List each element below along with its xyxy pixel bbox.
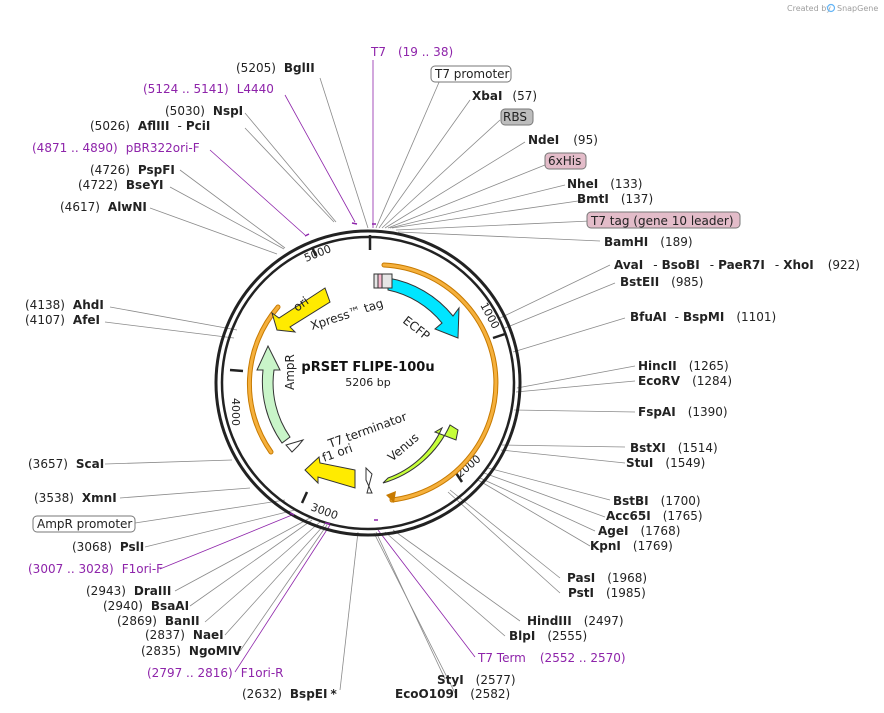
outer-strand: [214, 229, 522, 537]
label-bsteii: BstEII(985): [620, 275, 703, 289]
label-nhei: NheI(133): [567, 177, 642, 191]
venus-arrow: [382, 424, 459, 484]
label-kpni: KpnI(1769): [590, 539, 673, 553]
label-bglii: (5205)BglII: [236, 61, 315, 75]
label-6xhis: 6xHis: [548, 154, 581, 168]
label-avai-group: AvaI-BsoBI-PaeR7I-XhoI(922): [614, 258, 860, 272]
label-ecorv: EcoRV(1284): [638, 374, 732, 388]
f1ori-arrow: [304, 456, 356, 489]
label-badges: [32, 65, 741, 533]
label-ndei: NdeI(95): [528, 133, 598, 147]
ampr-promoter-box: [32, 515, 136, 533]
leader-lines: [104, 60, 636, 694]
label-pspfi: (4726)PspFI: [90, 163, 175, 177]
label-xmni: (3538)XmnI: [34, 491, 117, 505]
ampr-arrow: [256, 344, 291, 444]
t7-tag-box: [586, 211, 741, 229]
label-bspei: (2632)BspEI*: [242, 687, 337, 701]
snapgene-logo-icon: [826, 3, 836, 13]
his-tag-block: [377, 273, 383, 289]
f1ori-r-primer-mark: [324, 522, 331, 525]
ori-arrow: [271, 287, 331, 333]
label-t7: T7(19 .. 38): [370, 45, 453, 59]
feature-ampr-label: AmpR: [283, 354, 297, 390]
label-bseyi: (4722)BseYI: [78, 178, 164, 192]
feature-arrows: [256, 273, 460, 494]
primer-marks: [289, 222, 378, 525]
label-naei: (2837)NaeI: [145, 628, 224, 642]
label-bmti: BmtI(137): [577, 192, 653, 206]
label-bstxi: BstXI(1514): [630, 441, 718, 455]
label-xbai: XbaI(57): [472, 89, 537, 103]
label-hindiii: HindIII(2497): [527, 614, 624, 628]
orf-main-arrowhead: [386, 491, 396, 503]
orf-ampr: [247, 305, 280, 454]
label-fspai: FspAI(1390): [638, 405, 728, 419]
tick-3000-mark: [300, 491, 309, 504]
label-agei: AgeI(1768): [598, 524, 680, 538]
label-pasi: PasI(1968): [567, 571, 647, 585]
plasmid-backbone: [214, 229, 522, 537]
tick-4000: 4000: [229, 398, 242, 426]
ecfp-arrow: [387, 277, 460, 339]
xpress-tag-block: [373, 273, 393, 289]
label-hincii: HincII(1265): [638, 359, 729, 373]
f1ori-f-primer-mark: [289, 512, 295, 516]
label-bstbi: BstBI(1700): [613, 494, 701, 508]
label-bamhi: BamHI(189): [604, 235, 693, 249]
label-pbr322ori-f: (4871 .. 4890)pBR322ori-F: [32, 141, 200, 155]
l4440-primer-mark: [351, 222, 358, 225]
orf-main: [382, 263, 498, 502]
label-draiii: (2943)DraIII: [86, 584, 171, 598]
label-ecoo109i: EcoO109I(2582): [395, 687, 510, 701]
tick-5000: 5000: [302, 242, 333, 265]
label-alwni: (4617)AlwNI: [60, 200, 147, 214]
plasmid-name: pRSET FLIPE-100u: [301, 360, 434, 375]
label-t7-tag: T7 tag (gene 10 leader): [590, 214, 734, 228]
label-afei: (4107)AfeI: [25, 313, 100, 327]
rbs-box: [500, 108, 534, 126]
label-psti: PstI(1985): [568, 586, 646, 600]
label-afliii-pcii: (5026)AflIII-PciI: [90, 119, 210, 133]
inner-strand: [220, 235, 516, 531]
plasmid-size: 5206 bp: [345, 376, 390, 389]
tick-2000-mark: [454, 472, 464, 483]
label-bsaai: (2940)BsaAI: [103, 599, 189, 613]
label-nspi: (5030)NspI: [165, 104, 243, 118]
tick-1000-mark: [492, 332, 506, 340]
label-styi: StyI(2577): [437, 673, 516, 687]
t7-terminator-arrow: [365, 466, 373, 494]
his-box: [544, 152, 587, 170]
tick-5000-mark: [310, 246, 318, 257]
label-f1ori-r: (2797 .. 2816)F1ori-R: [147, 666, 284, 680]
tick-4000-mark: [229, 368, 244, 373]
orf-arcs: [246, 262, 499, 503]
feature-venus-label: Venus: [385, 430, 422, 464]
label-f1ori-f: (3007 .. 3028)F1ori-F: [28, 562, 163, 576]
label-ampr-promoter: AmpR promoter: [37, 517, 132, 531]
t7-promoter-box: [430, 65, 512, 83]
label-bfuai-bspmi: BfuAI-BspMI(1101): [630, 310, 776, 324]
label-ngomiv: (2835)NgoMIV: [141, 644, 242, 658]
label-banii: (2869)BanII: [117, 614, 200, 628]
label-stui: StuI(1549): [626, 456, 705, 470]
amp-promoter-arrow: [285, 439, 305, 453]
credit-brand: SnapGene: [837, 4, 878, 13]
credit: Created by SnapGene: [787, 3, 878, 13]
label-scai: (3657)ScaI: [28, 457, 104, 471]
label-ahdi: (4138)AhdI: [25, 298, 104, 312]
label-t7-term: T7 Term(2552 .. 2570): [477, 651, 626, 665]
credit-text: Created by: [787, 4, 831, 13]
feature-ecfp-label: ECFP: [400, 313, 432, 343]
label-rbs: RBS: [503, 110, 527, 124]
feature-f1ori-label: f1 ori: [320, 441, 354, 465]
site-labels: (5205)BglII T7(19 .. 38) T7 promoter (51…: [25, 45, 860, 701]
pbr-primer-mark: [304, 233, 310, 237]
label-psli: (3068)PslI: [72, 540, 144, 554]
label-l4440: (5124 .. 5141)L4440: [143, 82, 274, 96]
label-t7-promoter: T7 promoter: [434, 67, 510, 81]
label-blpi: BlpI(2555): [509, 629, 587, 643]
label-acc65i: Acc65I(1765): [606, 509, 703, 523]
